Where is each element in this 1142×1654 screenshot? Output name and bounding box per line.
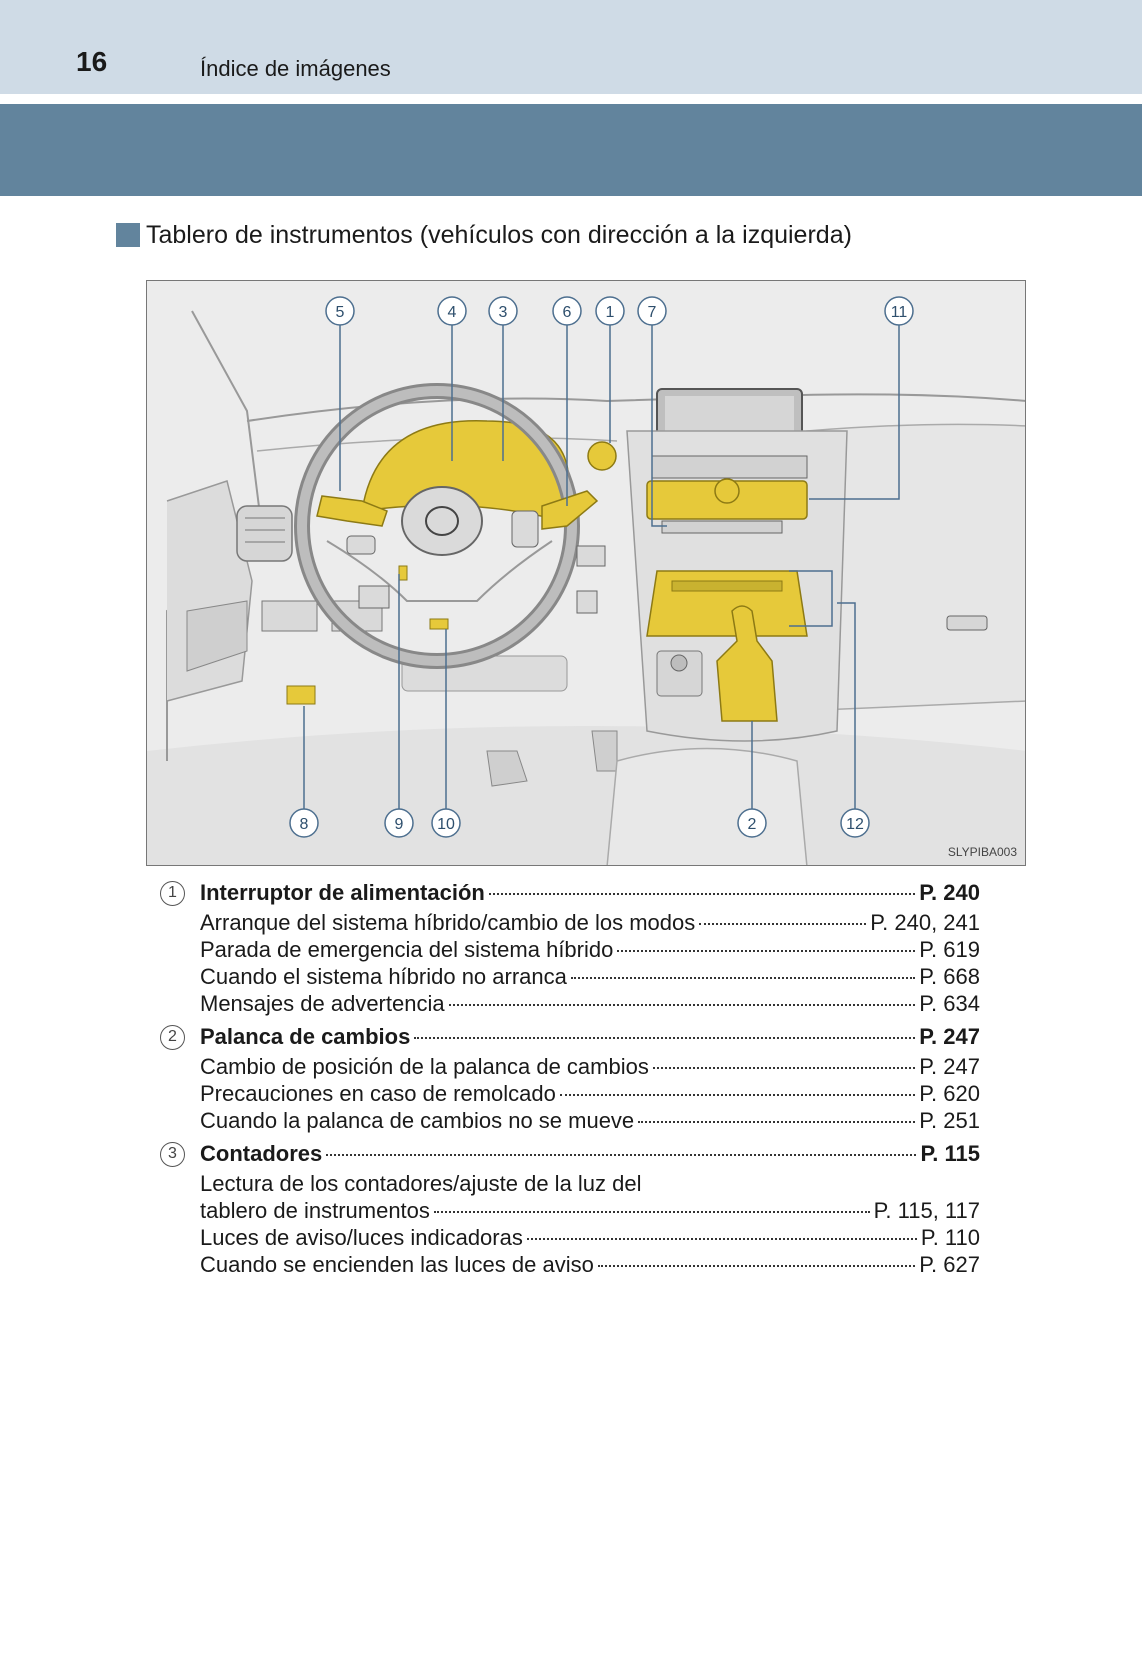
sub-entry: Parada de emergencia del sistema híbrido…: [200, 937, 980, 964]
sub-entry-label-line1: Lectura de los contadores/ajuste de la l…: [200, 1171, 980, 1198]
callout-7: 7: [648, 304, 657, 321]
entry-page-link[interactable]: P. 240: [919, 880, 980, 906]
entry-shift-lever: 2 Palanca de cambios P. 247: [160, 1020, 980, 1054]
entry-page-link[interactable]: P. 247: [919, 1024, 980, 1050]
callout-8: 8: [300, 816, 309, 833]
dot-leader: [414, 1037, 915, 1039]
sub-entry-page-link[interactable]: P. 110: [921, 1225, 980, 1251]
sub-entry-label-line2: tablero de instrumentos: [200, 1198, 430, 1224]
sub-entry: Precauciones en caso de remolcado P. 620: [200, 1081, 980, 1108]
sub-entry-label: Parada de emergencia del sistema híbrido: [200, 937, 613, 963]
sub-entry-multiline: Lectura de los contadores/ajuste de la l…: [200, 1171, 980, 1225]
sub-entry: Cambio de posición de la palanca de camb…: [200, 1054, 980, 1081]
dashboard-drawing: 5 4 3 6 1 7 11 8 9 10 2 12: [147, 281, 1026, 866]
sub-entry-page-link[interactable]: P. 247: [919, 1054, 980, 1080]
sub-entry: Cuando el sistema híbrido no arranca P. …: [200, 964, 980, 991]
entry-number: 1: [160, 881, 185, 906]
sub-entry-label: Arranque del sistema híbrido/cambio de l…: [200, 910, 695, 936]
entry-title: Palanca de cambios: [200, 1024, 410, 1050]
sub-entry-page-link[interactable]: P. 620: [919, 1081, 980, 1107]
section-title-text: Tablero de instrumentos (vehículos con d…: [146, 221, 852, 250]
page-header-title: Índice de imágenes: [200, 56, 391, 82]
sub-entry-label: Mensajes de advertencia: [200, 991, 445, 1017]
sub-entry-page-link[interactable]: P. 619: [919, 937, 980, 963]
sub-entry-label: Precauciones en caso de remolcado: [200, 1081, 556, 1107]
entry-power-switch: 1 Interruptor de alimentación P. 240: [160, 876, 980, 910]
sub-entry-page-link[interactable]: P. 115, 117: [874, 1198, 980, 1224]
dot-leader: [489, 893, 915, 895]
sub-entry-page-link[interactable]: P. 627: [919, 1252, 980, 1278]
header-divider: [0, 94, 1142, 104]
dot-leader: [699, 923, 866, 925]
section-title: Tablero de instrumentos (vehículos con d…: [116, 218, 852, 252]
sub-entry-label: Cuando el sistema híbrido no arranca: [200, 964, 567, 990]
entry-title: Contadores: [200, 1141, 322, 1167]
dot-leader: [434, 1211, 870, 1213]
sub-entry-page-link[interactable]: P. 240, 241: [870, 910, 980, 936]
figure-code: SLYPIBA003: [948, 845, 1017, 859]
entry-number: 2: [160, 1025, 185, 1050]
sub-entry: Luces de aviso/luces indicadoras P. 110: [200, 1225, 980, 1252]
entry-number: 3: [160, 1142, 185, 1167]
sub-entry-page-link[interactable]: P. 251: [919, 1108, 980, 1134]
callout-5: 5: [336, 304, 345, 321]
dot-leader: [617, 950, 915, 952]
dot-leader: [598, 1265, 915, 1267]
callout-10: 10: [437, 816, 455, 833]
sub-entry-label: Luces de aviso/luces indicadoras: [200, 1225, 523, 1251]
sub-entry-label: Cambio de posición de la palanca de camb…: [200, 1054, 649, 1080]
sub-entry-page-link[interactable]: P. 668: [919, 964, 980, 990]
callout-3: 3: [499, 304, 508, 321]
callout-12: 12: [846, 816, 864, 833]
dot-leader: [560, 1094, 915, 1096]
callout-11: 11: [891, 304, 908, 321]
header-bar: [0, 104, 1142, 196]
sub-entry-page-link[interactable]: P. 634: [919, 991, 980, 1017]
callout-2: 2: [748, 816, 757, 833]
sub-entry: Cuando se encienden las luces de aviso P…: [200, 1252, 980, 1279]
dot-leader: [571, 977, 915, 979]
sub-entry: Arranque del sistema híbrido/cambio de l…: [200, 910, 980, 937]
callout-9: 9: [395, 816, 404, 833]
callout-6: 6: [563, 304, 572, 321]
index-entries: 1 Interruptor de alimentación P. 240 Arr…: [160, 874, 980, 1279]
dot-leader: [653, 1067, 915, 1069]
dashboard-illustration: 5 4 3 6 1 7 11 8 9 10 2 12 SLYPIBA003: [146, 280, 1026, 866]
entry-title: Interruptor de alimentación: [200, 880, 485, 906]
sub-entry: Cuando la palanca de cambios no se mueve…: [200, 1108, 980, 1135]
callout-1: 1: [606, 304, 615, 321]
sub-entry: Mensajes de advertencia P. 634: [200, 991, 980, 1018]
dot-leader: [449, 1004, 916, 1006]
dot-leader: [638, 1121, 915, 1123]
dot-leader: [326, 1154, 916, 1156]
sub-entry-label: Cuando la palanca de cambios no se mueve: [200, 1108, 634, 1134]
sub-entry-label: Cuando se encienden las luces de aviso: [200, 1252, 594, 1278]
dot-leader: [527, 1238, 917, 1240]
top-band: [0, 0, 1142, 94]
entry-meters: 3 Contadores P. 115: [160, 1137, 980, 1171]
callout-4: 4: [448, 304, 457, 321]
entry-page-link[interactable]: P. 115: [920, 1141, 980, 1167]
page-number: 16: [76, 46, 107, 78]
section-marker-square: [116, 223, 140, 247]
